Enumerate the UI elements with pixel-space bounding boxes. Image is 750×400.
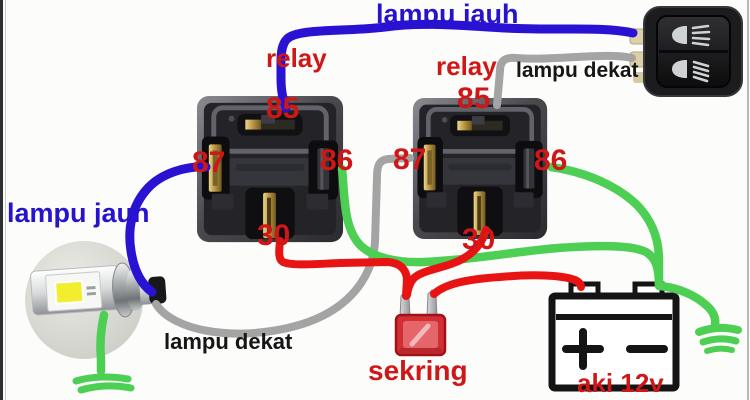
relay2-pin-85: 85 [457, 82, 491, 115]
red-wire-fuse-to-battery-positive [430, 271, 585, 298]
red-wire-relay2-30-to-fuse [403, 226, 490, 299]
plus-symbol [562, 328, 604, 370]
green-wire-to-ground-right [655, 281, 720, 331]
label-lampu-dekat-top: lampu dekat [516, 59, 639, 82]
low-beam-icon [672, 60, 710, 83]
relay1-pin-86: 86 [320, 144, 354, 177]
gray-wire-switch-to-relay2-85 [493, 51, 636, 109]
ground-symbol-right [695, 323, 742, 354]
green-wire-bulb-to-ground-left [96, 310, 109, 376]
handlebar-switch [629, 6, 743, 97]
blue-wire-switch-to-relay1-85 [276, 19, 638, 113]
green-wire-relay2-86-to-battery [546, 162, 664, 289]
relay2-pin-30: 30 [462, 223, 496, 256]
label-lampu-dekat-bottom: lampu dekat [164, 329, 293, 354]
gray-wire-relay2-87-to-bulb-low-beam [152, 154, 414, 338]
red-wire-relay1-30-to-fuse [275, 237, 411, 300]
relay1-pin-30: 30 [257, 219, 291, 252]
relay2-pin-87: 87 [393, 143, 427, 176]
ground-symbol-left [72, 373, 135, 394]
label-sekring: sekring [368, 355, 468, 386]
relay1-pin-87: 87 [192, 146, 226, 179]
headlight-bulb [25, 241, 167, 359]
relay2-pin-86: 86 [534, 144, 568, 177]
label-aki-12v: aki 12v [577, 368, 664, 398]
high-beam-icon [672, 24, 711, 47]
left-frame-line-2 [5, 0, 6, 400]
green-wire-relay1-86-to-battery [337, 164, 664, 291]
left-frame-line [0, 0, 3, 400]
label-relay-1: relay [266, 43, 327, 73]
fuse [394, 289, 447, 357]
relay1-pin-85: 85 [266, 92, 300, 125]
relay-2 [413, 98, 547, 239]
label-lampu-jauh-top: lampu jauh [376, 0, 519, 29]
blue-wire-relay1-87-to-bulb-high-beam [125, 162, 211, 297]
led-chip [53, 279, 85, 305]
label-relay-2: relay [436, 51, 497, 81]
right-frame-line [747, 0, 749, 400]
label-lampu-jauh-left: lampu jauh [7, 198, 150, 228]
